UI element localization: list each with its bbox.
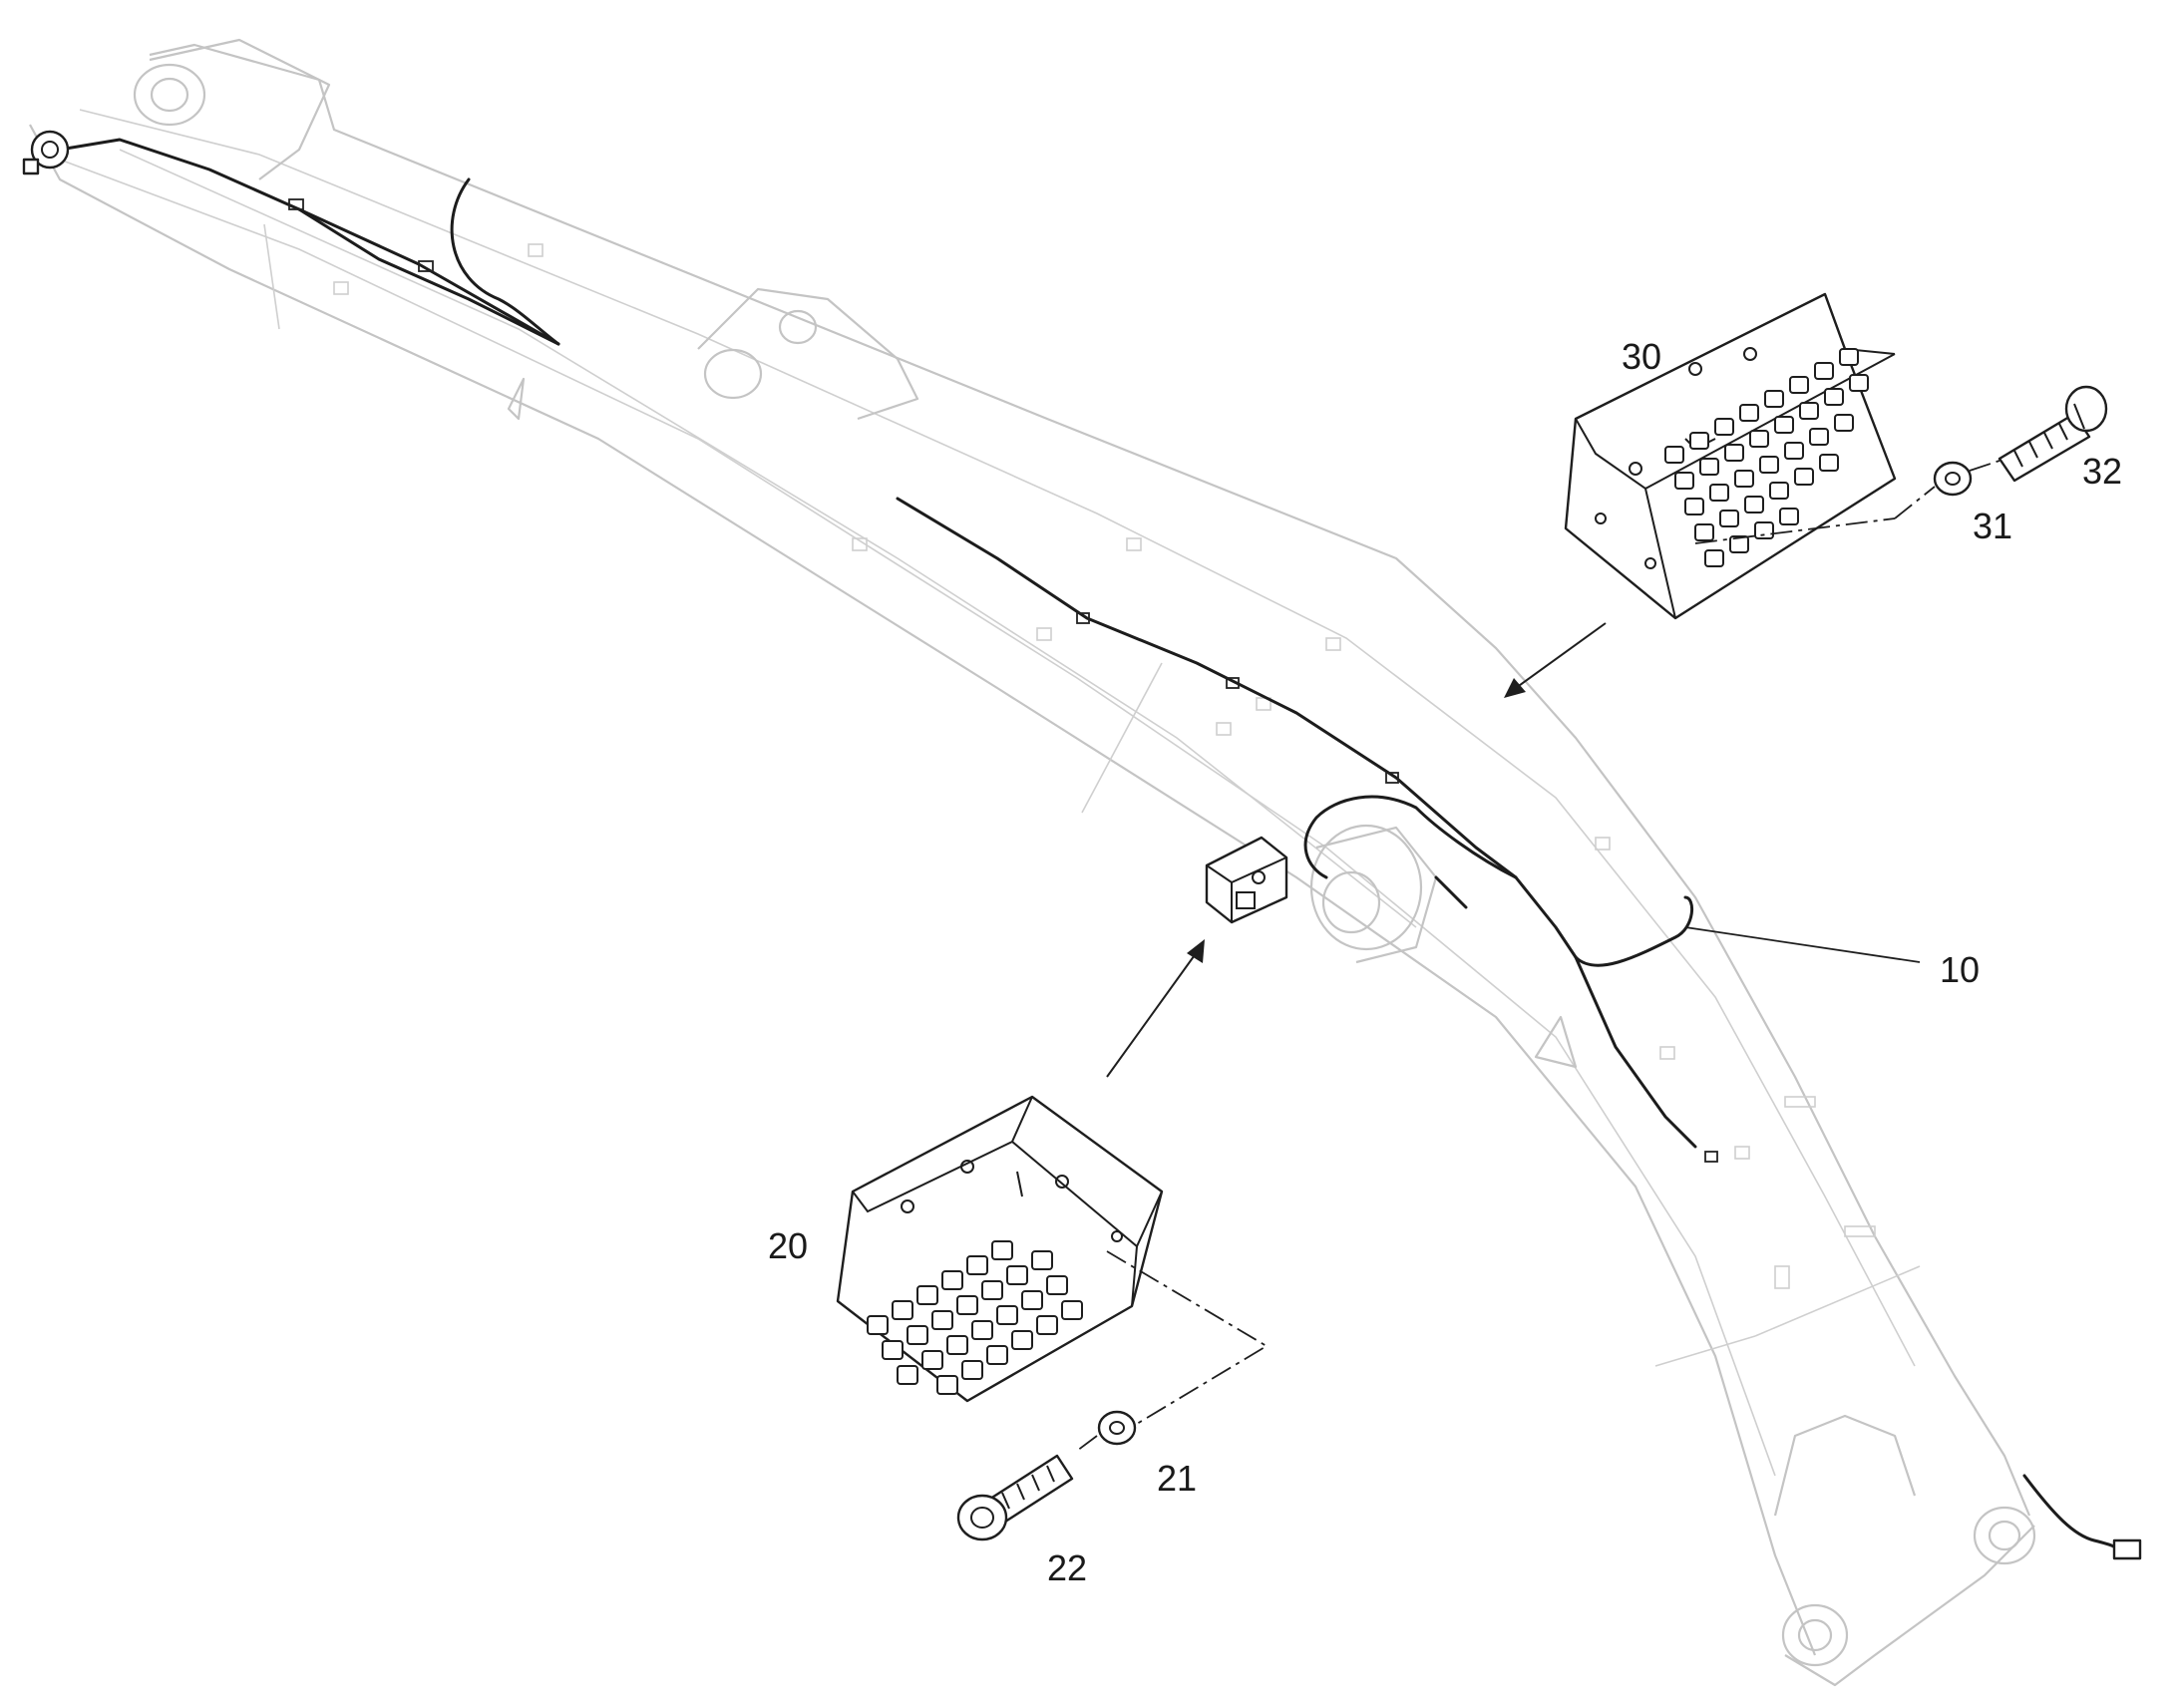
step-plate-30-icon xyxy=(1564,292,1897,620)
washer-31-icon xyxy=(1933,461,1973,497)
leader-10 xyxy=(1684,926,1921,963)
callout-32: 32 xyxy=(2082,451,2122,492)
arrow-20-icon xyxy=(1106,939,1205,1078)
wiring-harness-icon xyxy=(22,130,2142,1560)
callout-31: 31 xyxy=(1973,506,2012,546)
step-plate-20-grid xyxy=(867,1240,1083,1395)
callout-21: 21 xyxy=(1157,1458,1197,1499)
callout-10: 10 xyxy=(1940,949,1980,990)
connector-bracket-icon xyxy=(1205,836,1288,924)
callout-20: 20 xyxy=(768,1225,808,1266)
bolt-32-icon xyxy=(1998,385,2108,483)
step-plate-30-grid xyxy=(1664,348,1869,567)
washer-21-icon xyxy=(1097,1410,1137,1446)
arrow-30-icon xyxy=(1504,622,1607,698)
bolt-22-icon xyxy=(956,1454,1074,1541)
callout-22: 22 xyxy=(1047,1547,1087,1588)
callout-30: 30 xyxy=(1622,336,1661,377)
boom-arm-icon xyxy=(29,38,2036,1687)
step-plate-20-icon xyxy=(836,1095,1164,1403)
